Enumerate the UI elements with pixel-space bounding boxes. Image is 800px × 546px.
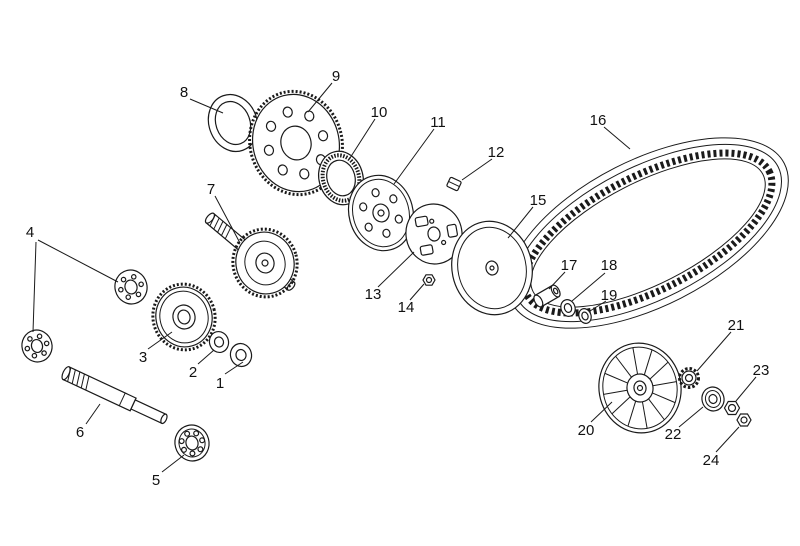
leader-2 <box>197 349 215 365</box>
part-7-gear-shaft <box>204 212 299 299</box>
leader-5 <box>161 454 185 473</box>
part-label-22: 22 <box>665 426 682 443</box>
leader-11 <box>393 128 435 185</box>
part-13-cam-plate <box>405 203 463 265</box>
part-22-hub-bush <box>701 386 725 412</box>
part-label-3: 3 <box>139 349 147 366</box>
part-4-bearing-upper <box>114 269 148 305</box>
part-2-washer <box>208 330 230 354</box>
leader-4b <box>32 241 37 333</box>
part-label-2: 2 <box>189 364 197 381</box>
part-label-5: 5 <box>152 472 160 489</box>
part-label-11: 11 <box>430 114 446 131</box>
part-16-drive-belt <box>507 137 789 329</box>
leader-10 <box>349 118 376 159</box>
part-label-20: 20 <box>578 422 595 439</box>
part-label-13: 13 <box>365 286 382 303</box>
part-label-12: 12 <box>488 144 505 161</box>
leader-8 <box>189 98 224 114</box>
leader-19 <box>589 300 607 312</box>
part-12-slider-block <box>446 176 462 192</box>
part-8-seal-ring <box>207 93 259 153</box>
part-19-washer <box>578 308 592 324</box>
part-20-fan-pulley <box>598 342 682 434</box>
part-label-15: 15 <box>530 192 547 209</box>
part-14-nut <box>422 274 436 286</box>
part-label-9: 9 <box>332 68 340 85</box>
leader-23 <box>735 376 757 402</box>
part-label-6: 6 <box>76 424 84 441</box>
leader-17 <box>548 271 566 290</box>
part-23-hex-nut <box>723 400 741 416</box>
leader-21 <box>696 331 732 372</box>
part-label-16: 16 <box>590 112 607 129</box>
part-label-19: 19 <box>601 287 618 304</box>
leader-7 <box>214 195 241 244</box>
leader-18 <box>571 272 606 302</box>
part-1-washer <box>229 342 253 368</box>
leader-16 <box>603 126 631 150</box>
part-label-18: 18 <box>601 257 618 274</box>
part-labels: 1 2 3 4 5 6 7 8 9 10 11 12 13 14 15 16 1… <box>26 68 770 489</box>
leader-9 <box>307 82 333 113</box>
part-label-8: 8 <box>180 84 188 101</box>
leader-20 <box>590 401 613 423</box>
part-label-23: 23 <box>753 362 770 379</box>
part-label-17: 17 <box>561 257 578 274</box>
part-10-one-way-clutch <box>318 150 364 206</box>
part-label-21: 21 <box>728 317 745 334</box>
part-3-driven-gear <box>151 282 217 352</box>
part-6-input-shaft <box>61 366 168 425</box>
leader-3 <box>147 331 173 350</box>
leader-14 <box>409 283 425 301</box>
part-label-14: 14 <box>398 299 415 316</box>
part-11-drive-plate <box>347 174 415 252</box>
part-17-spacer-bush <box>533 284 561 308</box>
part-label-1: 1 <box>216 375 224 392</box>
part-label-24: 24 <box>703 452 720 469</box>
leader-1 <box>224 361 244 375</box>
part-4-bearing-lower <box>21 329 53 363</box>
leader-lines <box>32 82 757 473</box>
part-label-7: 7 <box>207 181 215 198</box>
part-24-hex-nut <box>736 413 752 427</box>
leader-12 <box>461 158 493 181</box>
part-21-star-washer <box>678 367 700 389</box>
part-15-pulley-half <box>451 220 533 316</box>
leader-13 <box>377 251 415 288</box>
part-5-bearing <box>174 424 210 462</box>
part-18-washer <box>560 299 576 317</box>
leader-22 <box>678 406 704 428</box>
leader-15 <box>507 206 534 239</box>
leader-4a <box>37 239 119 283</box>
part-label-4: 4 <box>26 224 34 241</box>
leader-6 <box>85 403 101 425</box>
part-label-10: 10 <box>371 104 388 121</box>
leader-24 <box>715 426 740 453</box>
